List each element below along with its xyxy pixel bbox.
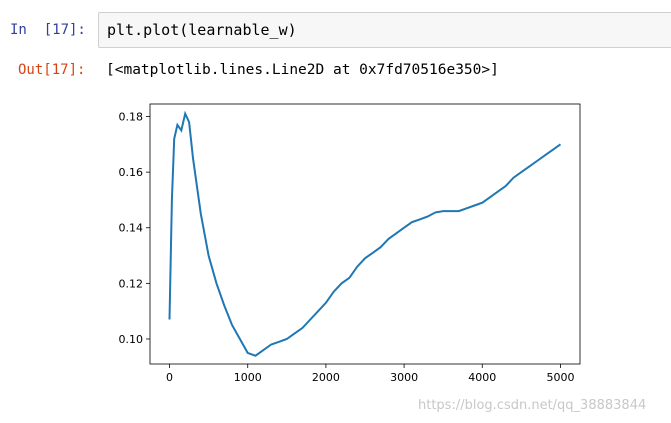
x-tick-label: 4000 — [468, 371, 496, 384]
axes-frame — [149, 103, 581, 365]
x-axis-ticks: 0 1000 2000 3000 4000 5000 — [166, 364, 574, 384]
y-tick-label: 0.16 — [119, 166, 144, 179]
code-text[interactable]: plt.plot(learnable_w) — [107, 21, 297, 39]
y-tick-label: 0.14 — [119, 222, 144, 235]
x-tick-label: 0 — [166, 371, 173, 384]
watermark: https://blog.csdn.net/qq_38883844 — [418, 398, 647, 413]
x-tick-label: 3000 — [390, 371, 418, 384]
y-tick-label: 0.18 — [119, 111, 144, 124]
y-axis-ticks: 0.10 0.12 0.14 0.16 0.18 — [119, 111, 150, 346]
x-tick-label: 1000 — [234, 371, 262, 384]
output-text: [<matplotlib.lines.Line2D at 0x7fd70516e… — [106, 62, 499, 78]
output-prompt: Out[17]: — [18, 62, 86, 78]
series-line — [168, 110, 562, 357]
y-tick-label: 0.10 — [119, 333, 144, 346]
code-input-area[interactable]: plt.plot(learnable_w) — [98, 12, 671, 48]
x-tick-label: 2000 — [312, 371, 340, 384]
x-tick-label: 5000 — [546, 371, 574, 384]
input-prompt: In [17]: — [10, 22, 86, 38]
y-tick-label: 0.12 — [119, 277, 144, 290]
